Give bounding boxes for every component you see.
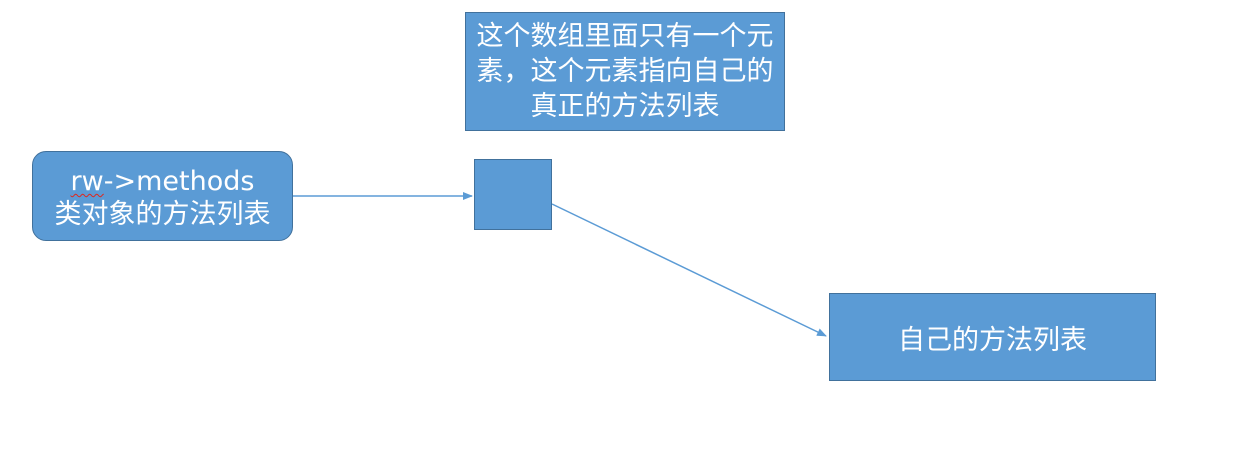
own-method-list-label: 自己的方法列表 (898, 324, 1087, 356)
own-method-list-node[interactable]: 自己的方法列表 (829, 293, 1156, 381)
arrow-element-to-method-list (551, 203, 827, 337)
methods-label-description: 类对象的方法列表 (54, 199, 271, 230)
note-node[interactable]: 这个数组里面只有一个元素，这个元素指向自己的真正的方法列表 (465, 12, 785, 131)
methods-label-suffix: ->methods (103, 166, 255, 197)
methods-label-prefix: rw (70, 166, 104, 197)
note-text: 这个数组里面只有一个元素，这个元素指向自己的真正的方法列表 (476, 21, 774, 122)
array-element-node[interactable] (474, 159, 552, 230)
